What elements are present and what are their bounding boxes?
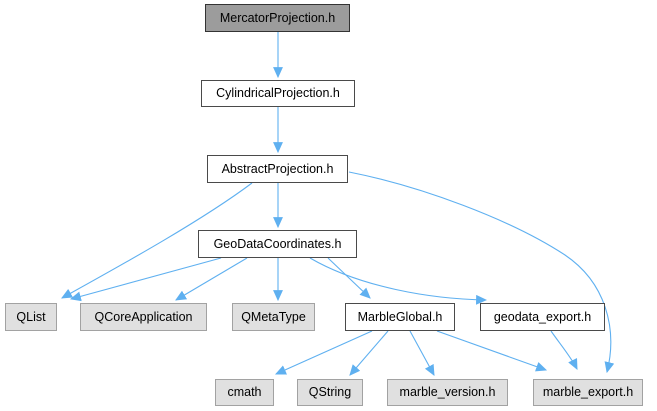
edge-marble-global-to-marble-version (409, 330, 435, 376)
graph-node-label-geodata-export: geodata_export.h (493, 309, 592, 324)
graph-node-geodata-coordinates[interactable]: GeoDataCoordinates.h (198, 230, 357, 258)
edge-geodata-export-to-marble-export (550, 330, 578, 370)
graph-node-mercator-projection: MercatorProjection.h (205, 4, 350, 32)
graph-node-label-mercator-projection: MercatorProjection.h (219, 10, 336, 25)
edge-marble-global-to-qstring (349, 330, 389, 376)
graph-node-label-marble-global: MarbleGlobal.h (357, 309, 443, 324)
graph-node-label-marble-version: marble_version.h (399, 385, 496, 400)
graph-node-qlist: QList (5, 303, 57, 331)
edge-geodata-coordinates-to-marble-global (327, 257, 371, 299)
graph-node-qstring: QString (297, 379, 363, 406)
edge-geodata-coordinates-to-qcoreapplication (175, 257, 248, 301)
graph-node-label-geodata-coordinates: GeoDataCoordinates.h (213, 236, 342, 251)
graph-node-marble-version: marble_version.h (387, 379, 508, 406)
edge-geodata-coordinates-to-geodata-export (309, 257, 488, 305)
graph-node-marble-export: marble_export.h (533, 379, 643, 406)
graph-node-label-cylindrical-projection: CylindricalProjection.h (216, 86, 340, 101)
graph-node-label-abstract-projection: AbstractProjection.h (221, 161, 334, 176)
graph-node-abstract-projection[interactable]: AbstractProjection.h (207, 155, 348, 183)
graph-node-cylindrical-projection[interactable]: CylindricalProjection.h (201, 80, 355, 107)
edge-marble-global-to-marble-export (436, 330, 548, 372)
graph-node-cmath: cmath (215, 379, 274, 406)
graph-node-label-marble-export: marble_export.h (542, 385, 634, 400)
graph-node-label-qmetatype: QMetaType (241, 309, 306, 324)
edge-marble-global-to-cmath (274, 330, 373, 375)
graph-node-label-qcoreapplication: QCoreApplication (94, 309, 193, 324)
graph-node-qmetatype: QMetaType (232, 303, 315, 331)
edge-abstract-projection-to-marble-export (348, 171, 615, 374)
edge-geodata-coordinates-to-qlist (69, 257, 222, 302)
graph-node-marble-global[interactable]: MarbleGlobal.h (345, 303, 455, 331)
graph-node-geodata-export[interactable]: geodata_export.h (480, 303, 605, 331)
graph-node-label-qstring: QString (308, 385, 352, 400)
graph-node-label-cmath: cmath (227, 385, 262, 400)
graph-node-label-qlist: QList (16, 309, 46, 324)
graph-node-qcoreapplication: QCoreApplication (80, 303, 207, 331)
